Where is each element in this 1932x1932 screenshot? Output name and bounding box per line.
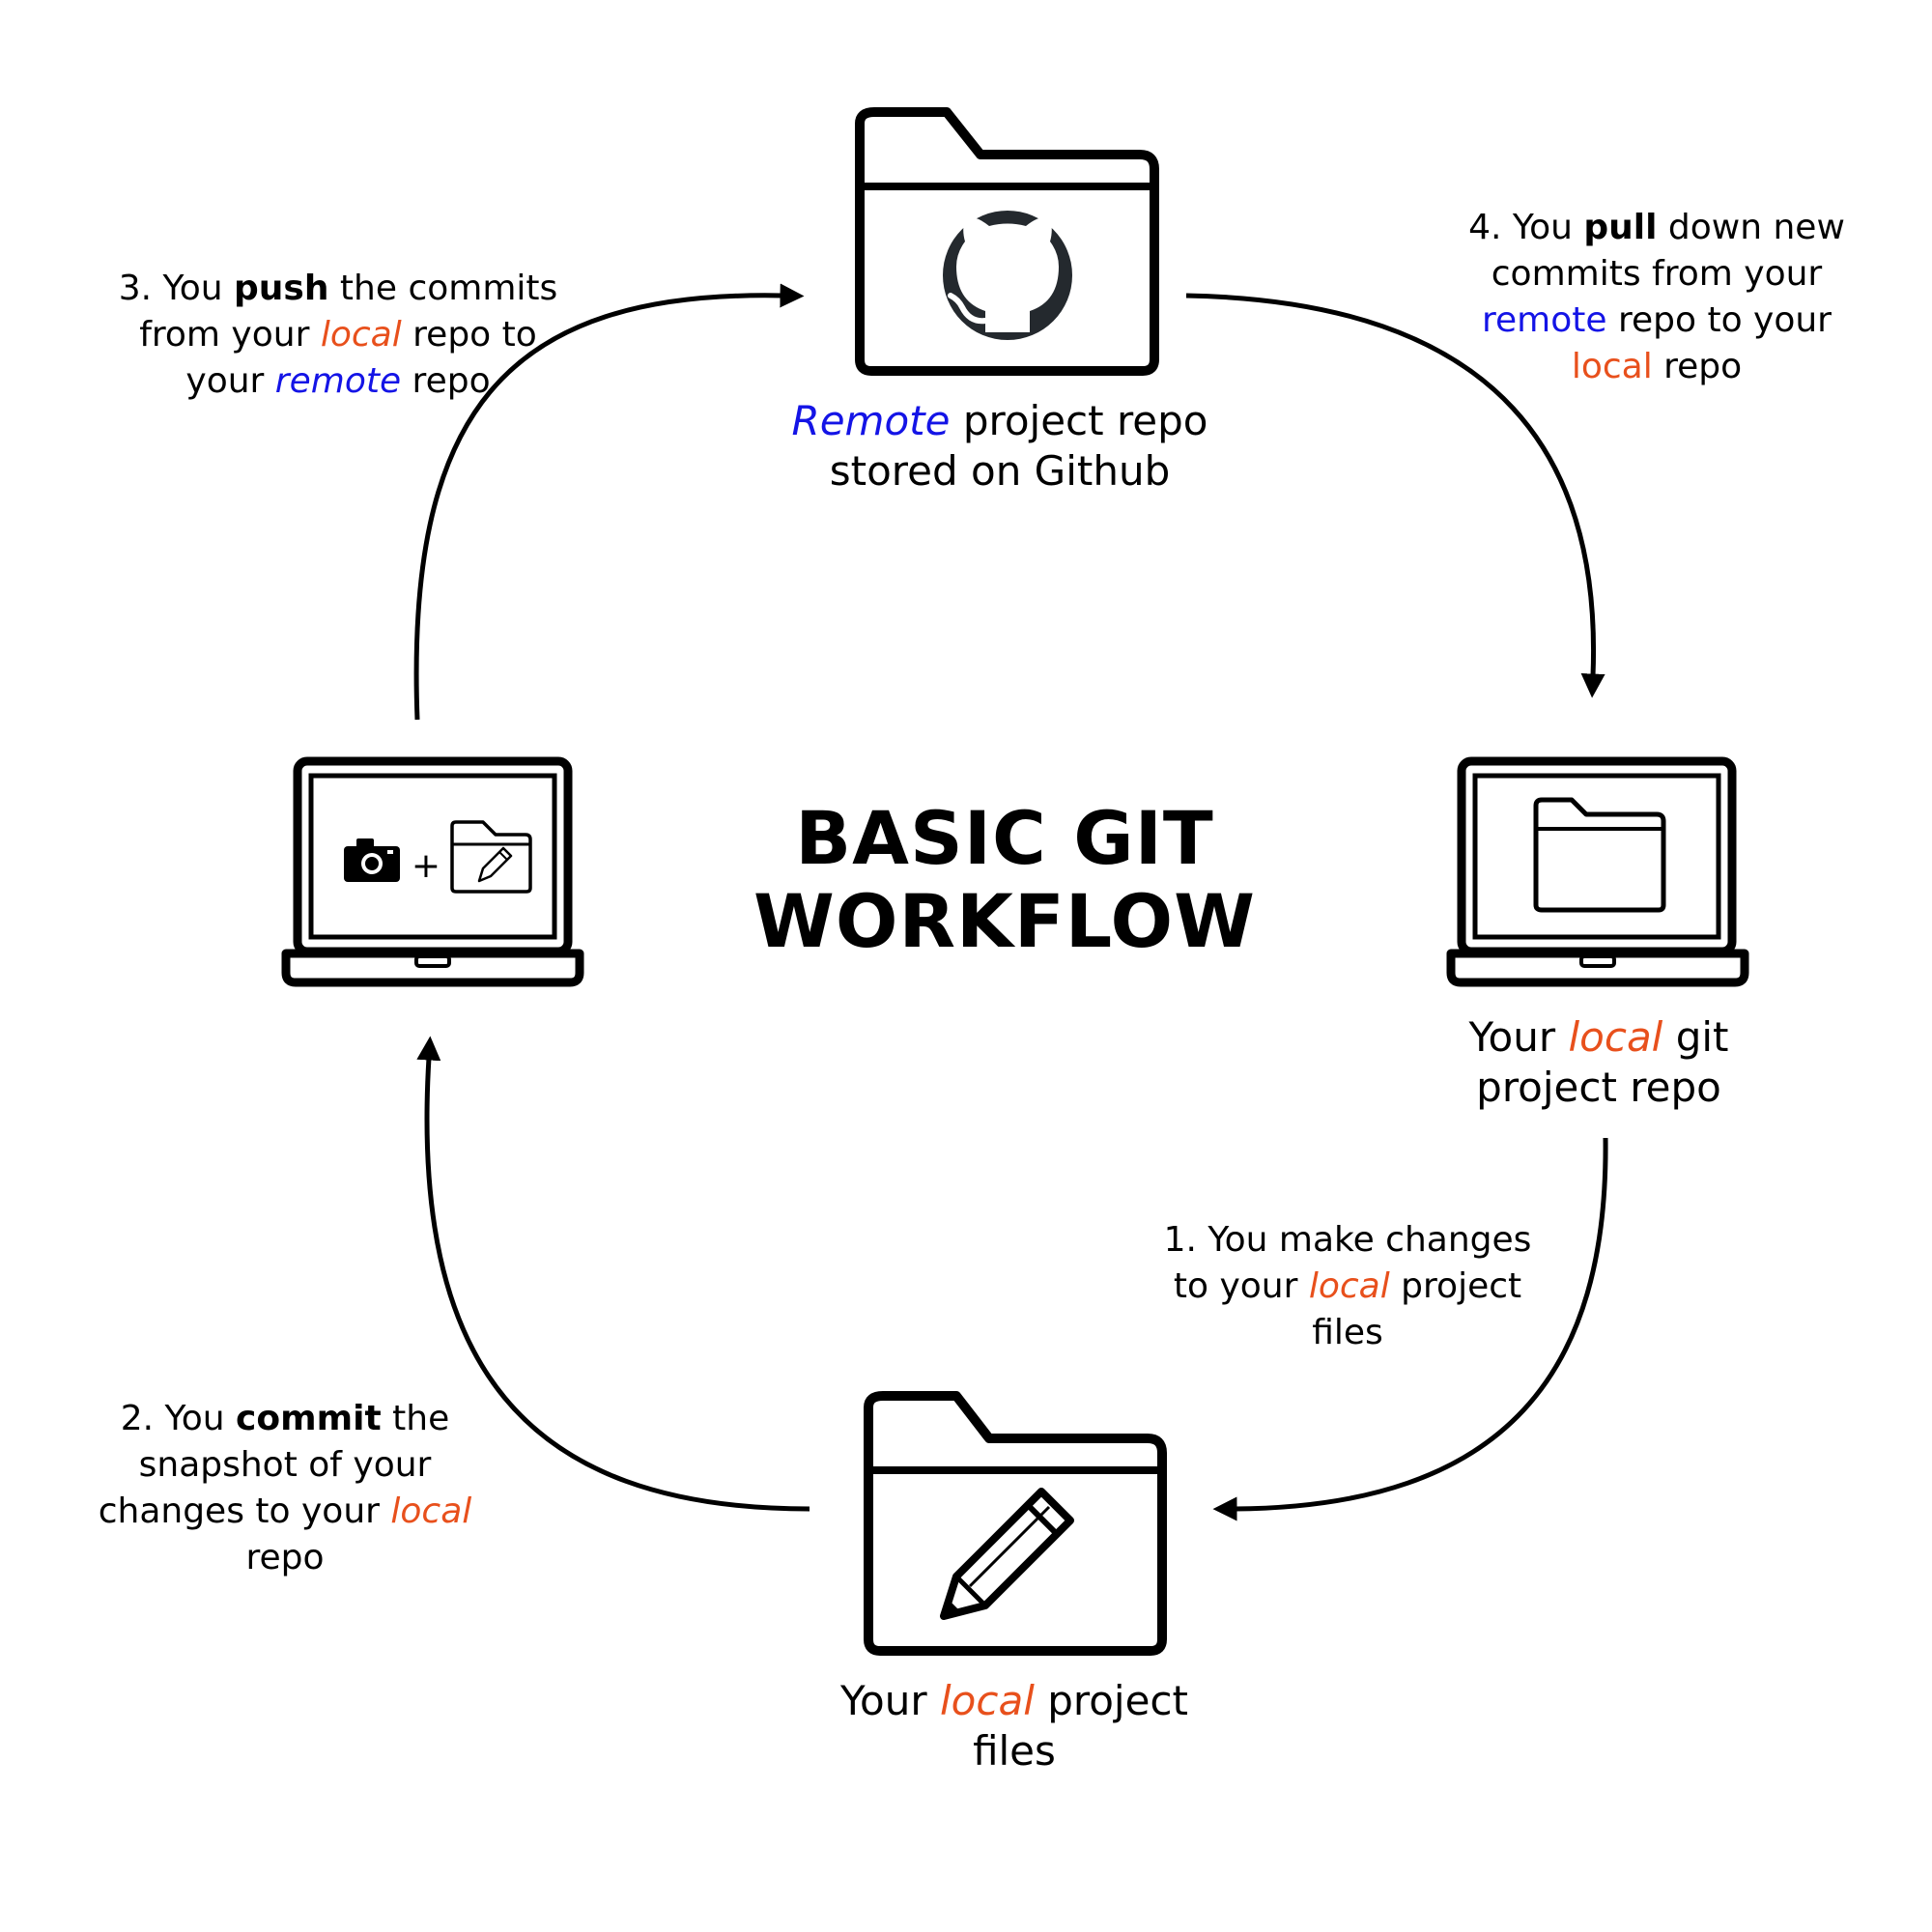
- step-4-label: 4. You pull down new commits from your r…: [1468, 208, 1845, 386]
- push-keyword: push: [234, 269, 329, 308]
- github-icon: [943, 211, 1072, 340]
- camera-icon: [344, 838, 400, 882]
- step-3-label: 3. You push the commits from your local …: [118, 269, 558, 401]
- step-1-label: 1. You make changes to your local projec…: [1163, 1220, 1532, 1352]
- local-word: local: [320, 315, 402, 355]
- remote-repo-label: Remote project repo stored on Github: [791, 397, 1208, 495]
- local-repo-laptop-icon: [1446, 756, 1749, 987]
- local-word: local: [940, 1677, 1035, 1724]
- pencil-icon: [940, 1488, 1074, 1620]
- arrow-change: [1212, 1137, 1608, 1521]
- plus-sign: +: [412, 846, 440, 886]
- local-word: local: [1308, 1266, 1390, 1306]
- local-word: local: [1571, 347, 1653, 386]
- local-word: local: [1568, 1013, 1663, 1061]
- commit-keyword: commit: [236, 1399, 382, 1438]
- pull-keyword: pull: [1583, 208, 1658, 247]
- arrow-pull: [1185, 293, 1605, 698]
- arrow-commit: [416, 1036, 810, 1512]
- remote-word: remote: [274, 361, 402, 401]
- step-2-label: 2. You commit the snapshot of your chang…: [98, 1399, 472, 1577]
- title-line-2: WORKFLOW: [753, 878, 1256, 964]
- remote-word: remote: [1482, 300, 1607, 340]
- folder-icon: [1533, 797, 1666, 913]
- local-repo-label: Your local git project repo: [1468, 1013, 1729, 1111]
- local-files-label: Your local project files: [839, 1677, 1188, 1775]
- local-files-folder-icon: [864, 1391, 1167, 1656]
- title-line-1: BASIC GIT: [795, 795, 1214, 881]
- remote-repo-folder-icon: [855, 107, 1159, 376]
- folder-pencil-icon: [450, 820, 532, 894]
- remote-word: Remote: [791, 397, 951, 444]
- local-word: local: [390, 1492, 472, 1531]
- diagram-title: BASIC GIT WORKFLOW: [705, 797, 1304, 963]
- arrow-push: [413, 283, 805, 721]
- commit-laptop-icon: +: [281, 756, 584, 987]
